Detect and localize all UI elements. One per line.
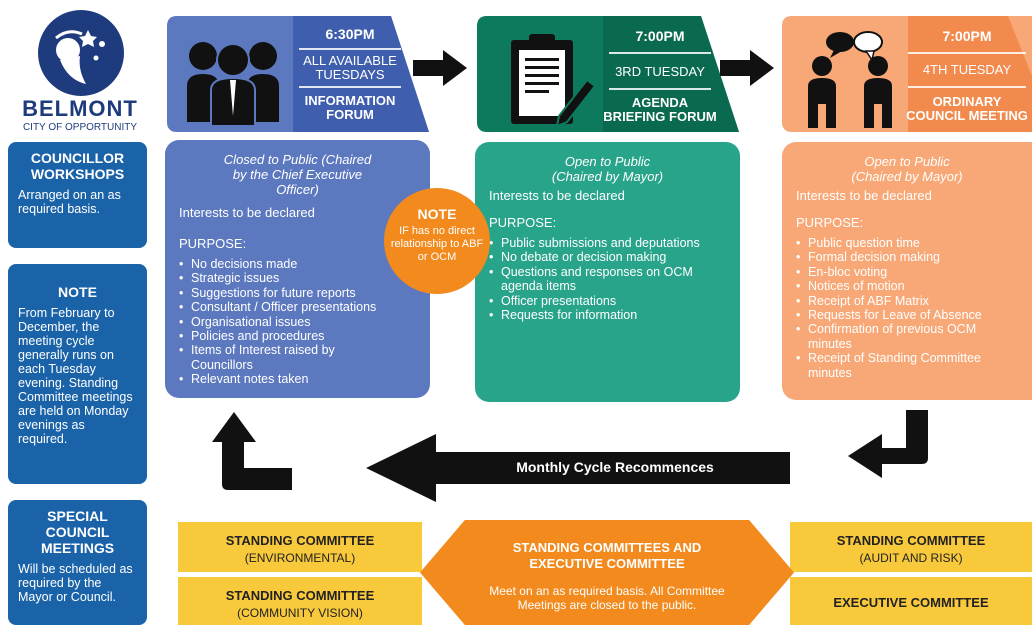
monthly-cycle-label: Monthly Cycle Recommences	[516, 459, 714, 475]
divider	[908, 52, 1026, 54]
special-meetings-body: Will be scheduled as required by the May…	[18, 562, 133, 604]
list-item: Requests for Leave of Absence	[796, 308, 1018, 323]
divider	[299, 86, 401, 88]
list-item: Suggestions for future reports	[179, 286, 416, 301]
group-of-people-icon	[187, 42, 279, 126]
list-item: Receipt of ABF Matrix	[796, 294, 1018, 309]
right-arrow-icon	[413, 50, 467, 86]
committees-summary-title: STANDING COMMITTEES AND EXECUTIVE COMMIT…	[512, 540, 702, 571]
agenda-briefing-chair: Open to Public (Chaired by Mayor)	[551, 154, 664, 184]
special-meetings-title: SPECIAL COUNCIL MEETINGS	[40, 508, 115, 556]
two-people-talking-icon	[808, 31, 892, 128]
agenda-briefing-day: 3RD TUESDAY	[615, 64, 705, 79]
divider	[609, 52, 711, 54]
env-committee-title: STANDING COMMITTEE	[225, 533, 375, 548]
list-item: Formal decision making	[796, 250, 1018, 265]
executive-committee-title: EXECUTIVE COMMITTEE	[833, 595, 989, 610]
ordinary-council-day: 4TH TUESDAY	[922, 62, 1012, 77]
right-arrow-icon	[720, 50, 774, 86]
information-forum-time: 6:30PM	[325, 26, 375, 42]
list-item: En-bloc voting	[796, 265, 1018, 280]
divider	[299, 48, 401, 50]
standing-committee-environmental: STANDING COMMITTEE (ENVIRONMENTAL)	[178, 522, 422, 572]
list-item: Questions and responses on OCM agenda it…	[489, 265, 726, 294]
down-return-arrow-icon	[848, 410, 928, 478]
divider	[609, 88, 711, 90]
executive-committee-box: EXECUTIVE COMMITTEE	[790, 577, 1032, 625]
ordinary-council-purpose-label: PURPOSE:	[796, 215, 864, 230]
brand-name: BELMONT	[22, 96, 138, 121]
agenda-briefing-purpose-list: Public submissions and deputations No de…	[489, 236, 726, 323]
ordinary-council-interests: Interests to be declared	[796, 188, 932, 203]
information-forum-name: INFORMATION FORUM	[304, 93, 396, 122]
divider	[908, 86, 1026, 88]
ordinary-council-name: ORDINARY COUNCIL MEETING	[906, 94, 1028, 123]
up-return-arrow-icon	[212, 412, 292, 490]
ordinary-council-header: 7:00PM 4TH TUESDAY ORDINARY COUNCIL MEET…	[782, 16, 1032, 132]
list-item: Receipt of Standing Committee minutes	[796, 351, 1018, 380]
committees-summary-body: Meet on an as required basis. All Commit…	[489, 584, 725, 612]
information-forum-purpose-list: No decisions made Strategic issues Sugge…	[179, 257, 416, 387]
list-item: Public submissions and deputations	[489, 236, 726, 251]
special-council-meetings-box: SPECIAL COUNCIL MEETINGS Will be schedul…	[8, 500, 147, 625]
agenda-briefing-purpose-label: PURPOSE:	[489, 215, 557, 230]
information-forum-day: ALL AVAILABLE TUESDAYS	[303, 53, 397, 82]
agenda-briefing-interests: Interests to be declared	[489, 188, 625, 203]
list-item: Organisational issues	[179, 315, 416, 330]
information-forum-note-bubble: NOTE IF has no direct relationship to AB…	[384, 188, 490, 294]
agenda-briefing-panel: Open to Public (Chaired by Mayor) Intere…	[475, 142, 740, 402]
list-item: Confirmation of previous OCM minutes	[796, 322, 1018, 351]
agenda-briefing-name: AGENDA BRIEFING FORUM	[603, 95, 717, 124]
list-item: Notices of motion	[796, 279, 1018, 294]
note-bubble-title: NOTE	[417, 206, 457, 222]
meeting-cycle-note-box: NOTE From February to December, the meet…	[8, 264, 147, 484]
list-item: Public question time	[796, 236, 1018, 251]
information-forum-panel: Closed to Public (Chaired by the Chief E…	[165, 140, 430, 398]
committees-summary-hexagon: STANDING COMMITTEES AND EXECUTIVE COMMIT…	[420, 520, 794, 625]
information-forum-purpose-label: PURPOSE:	[179, 236, 247, 251]
city-logo: BELMONT CITY OF OPPORTUNITY	[10, 6, 150, 136]
list-item: No debate or decision making	[489, 250, 726, 265]
information-forum-interests: Interests to be declared	[179, 205, 315, 220]
list-item: No decisions made	[179, 257, 416, 272]
cycle-note-title: NOTE	[58, 284, 97, 300]
list-item: Requests for information	[489, 308, 726, 323]
clipboard-icon	[511, 34, 597, 128]
standing-committee-audit-risk: STANDING COMMITTEE (AUDIT AND RISK)	[790, 522, 1032, 572]
audit-committee-title: STANDING COMMITTEE	[836, 533, 986, 548]
logo-emblem-icon	[38, 10, 124, 96]
brand-tagline: CITY OF OPPORTUNITY	[22, 122, 138, 133]
audit-committee-sub: (AUDIT AND RISK)	[859, 551, 963, 565]
information-forum-chair: Closed to Public (Chaired by the Chief E…	[223, 152, 372, 197]
ordinary-council-time: 7:00PM	[942, 28, 992, 44]
ordinary-council-panel: Open to Public (Chaired by Mayor) Intere…	[782, 142, 1032, 400]
list-item: Officer presentations	[489, 294, 726, 309]
ordinary-council-chair: Open to Public (Chaired by Mayor)	[851, 154, 963, 184]
ordinary-council-purpose-list: Public question time Formal decision mak…	[796, 236, 1018, 380]
standing-committee-community-vision: STANDING COMMITTEE (COMMUNITY VISION)	[178, 577, 422, 625]
community-committee-title: STANDING COMMITTEE	[225, 588, 375, 603]
cycle-note-body: From February to December, the meeting c…	[18, 306, 133, 446]
community-committee-sub: (COMMUNITY VISION)	[237, 606, 363, 620]
list-item: Policies and procedures	[179, 329, 416, 344]
information-forum-header: 6:30PM ALL AVAILABLE TUESDAYS INFORMATIO…	[167, 16, 429, 132]
list-item: Relevant notes taken	[179, 372, 416, 387]
workshops-body: Arranged on an as required basis.	[18, 188, 121, 216]
councillor-workshops-box: COUNCILLOR WORKSHOPS Arranged on an as r…	[8, 142, 147, 248]
monthly-cycle-arrow-icon	[366, 434, 790, 502]
env-committee-sub: (ENVIRONMENTAL)	[244, 551, 356, 565]
agenda-briefing-time: 7:00PM	[635, 28, 685, 44]
workshops-title: COUNCILLOR WORKSHOPS	[30, 150, 125, 182]
list-item: Strategic issues	[179, 271, 416, 286]
list-item: Items of Interest raised by Councillors	[179, 343, 416, 372]
list-item: Consultant / Officer presentations	[179, 300, 416, 315]
note-bubble-body: IF has no direct relationship to ABF or …	[390, 225, 484, 263]
agenda-briefing-header: 7:00PM 3RD TUESDAY AGENDA BRIEFING FORUM	[477, 16, 739, 132]
